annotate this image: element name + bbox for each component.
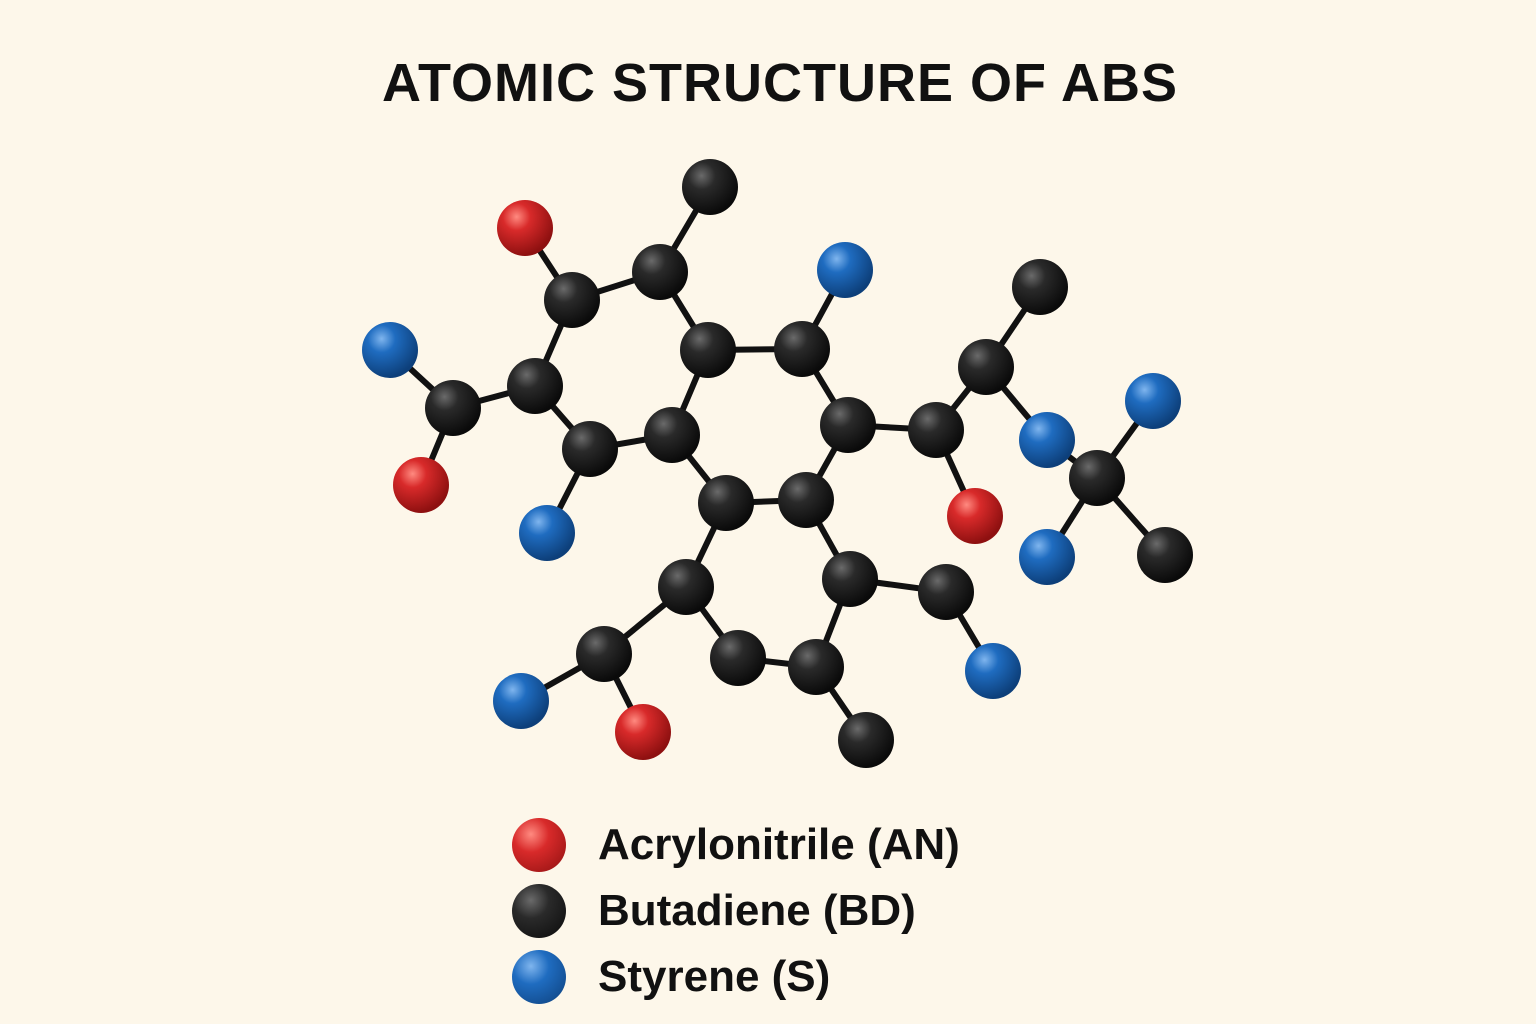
butadiene-atom bbox=[1137, 527, 1193, 583]
butadiene-atom bbox=[838, 712, 894, 768]
butadiene-atom bbox=[698, 475, 754, 531]
diagram-title: ATOMIC STRUCTURE OF ABS bbox=[382, 53, 1178, 113]
butadiene-atom bbox=[822, 551, 878, 607]
butadiene-atom bbox=[544, 272, 600, 328]
butadiene-atom bbox=[774, 321, 830, 377]
butadiene-atom bbox=[908, 402, 964, 458]
butadiene-atom bbox=[682, 159, 738, 215]
butadiene-atom bbox=[1012, 259, 1068, 315]
butadiene-atom bbox=[778, 472, 834, 528]
black-atom-icon bbox=[512, 884, 566, 938]
legend-label: Butadiene (BD) bbox=[598, 886, 916, 935]
red-atom-icon bbox=[512, 818, 566, 872]
blue-atom-icon bbox=[512, 950, 566, 1004]
butadiene-atom bbox=[507, 358, 563, 414]
styrene-atom bbox=[965, 643, 1021, 699]
acrylonitrile-atom bbox=[615, 704, 671, 760]
butadiene-atom bbox=[425, 380, 481, 436]
styrene-atom bbox=[1019, 529, 1075, 585]
butadiene-atom bbox=[576, 626, 632, 682]
atoms bbox=[362, 159, 1193, 768]
butadiene-atom bbox=[632, 244, 688, 300]
butadiene-atom bbox=[820, 397, 876, 453]
styrene-atom bbox=[817, 242, 873, 298]
legend-item-acrylonitrile: Acrylonitrile (AN) bbox=[512, 817, 960, 873]
butadiene-atom bbox=[710, 630, 766, 686]
styrene-atom bbox=[1125, 373, 1181, 429]
styrene-atom bbox=[493, 673, 549, 729]
butadiene-atom bbox=[562, 421, 618, 477]
butadiene-atom bbox=[788, 639, 844, 695]
acrylonitrile-atom bbox=[393, 457, 449, 513]
butadiene-atom bbox=[680, 322, 736, 378]
butadiene-atom bbox=[1069, 450, 1125, 506]
acrylonitrile-atom bbox=[497, 200, 553, 256]
legend-label: Styrene (S) bbox=[598, 952, 831, 1001]
butadiene-atom bbox=[918, 564, 974, 620]
acrylonitrile-atom bbox=[947, 488, 1003, 544]
butadiene-atom bbox=[644, 407, 700, 463]
butadiene-atom bbox=[658, 559, 714, 615]
legend-item-butadiene: Butadiene (BD) bbox=[512, 883, 916, 939]
legend-label: Acrylonitrile (AN) bbox=[598, 820, 960, 869]
butadiene-atom bbox=[958, 339, 1014, 395]
styrene-atom bbox=[1019, 412, 1075, 468]
styrene-atom bbox=[519, 505, 575, 561]
legend-item-styrene: Styrene (S) bbox=[512, 949, 830, 1005]
styrene-atom bbox=[362, 322, 418, 378]
